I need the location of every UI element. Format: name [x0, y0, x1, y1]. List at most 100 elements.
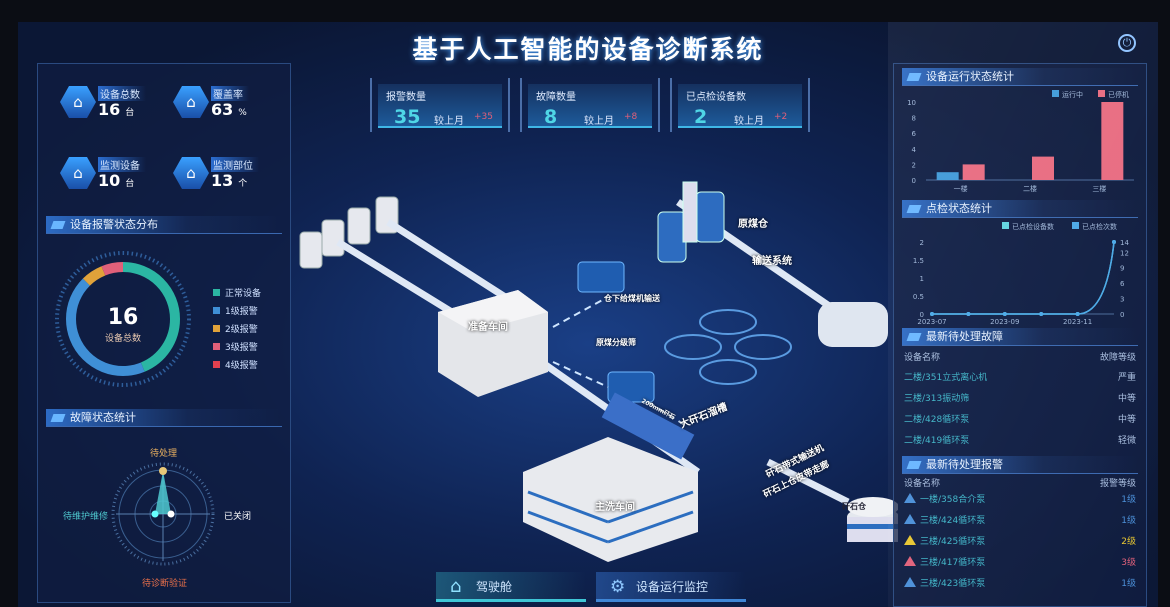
- y-tick: 0: [912, 177, 916, 185]
- x-tick: 三楼: [1092, 184, 1106, 193]
- gangue-bin: [847, 497, 898, 542]
- donut-total-label: 设备总数: [105, 332, 141, 344]
- legend-swatch: [1098, 90, 1105, 97]
- map-label-raw-bin[interactable]: 原煤仓: [738, 219, 768, 230]
- nav-device-monitor[interactable]: ⚙设备运行监控: [596, 572, 746, 602]
- fault-row[interactable]: 二楼/419循环泵轻微: [904, 429, 1136, 449]
- alarm-device-name: 一楼/358合介泵: [920, 494, 986, 505]
- point-closed: [167, 510, 175, 518]
- home-icon: ⌂: [60, 86, 96, 118]
- fault-level: 严重: [1117, 372, 1136, 383]
- point-已点检次数: [1039, 312, 1044, 316]
- x-tick: 2023-11: [1063, 318, 1092, 326]
- map-label-conveyor[interactable]: 输送系统: [752, 256, 792, 267]
- polar-label-closed: 已关闭: [224, 512, 252, 522]
- stat-value: 63%: [211, 100, 247, 119]
- fault-row[interactable]: 二楼/428循环泵中等: [904, 408, 1136, 428]
- run-status-bar-chart: 运行中已停机0246810一楼二楼三楼: [907, 90, 1134, 193]
- point-已点检次数: [1112, 240, 1116, 244]
- y-tick-left: 1.5: [913, 257, 924, 265]
- bar-运行中: [936, 172, 959, 180]
- stat-label: 设备总数: [98, 86, 146, 101]
- fault-level: 中等: [1117, 393, 1136, 404]
- home-icon: ⌂: [450, 576, 462, 597]
- stat-label: 覆盖率: [211, 86, 249, 101]
- alarm-device-name: 三楼/425循环泵: [920, 536, 986, 547]
- alarm-device-name: 三楼/424循环泵: [920, 515, 986, 526]
- alarm-row[interactable]: 三楼/417循环泵 3级: [904, 551, 1136, 571]
- x-tick: 2023-07: [917, 318, 946, 326]
- alarm-device-name: 三楼/417循环泵: [920, 557, 986, 568]
- nav-cockpit[interactable]: ⌂驾驶舱: [436, 572, 586, 602]
- thickener-tanks: [664, 309, 792, 385]
- groove-icon: [601, 392, 695, 460]
- power-icon[interactable]: ⏻: [1118, 34, 1136, 52]
- fault-level: 轻微: [1117, 435, 1136, 446]
- point-maintenance: [151, 510, 159, 518]
- point-已点检次数: [966, 312, 971, 316]
- y-tick-right: 6: [1120, 280, 1125, 288]
- map-label-feeder[interactable]: 仓下给煤机输送: [604, 294, 660, 303]
- y-tick-left: 1: [920, 275, 924, 283]
- donut-segment-3: [66, 262, 180, 376]
- plant-map[interactable]: [278, 172, 898, 562]
- inspection-title: 点检状态统计: [902, 200, 1138, 218]
- warning-icon: [904, 577, 916, 587]
- polar-label-maintenance: 待维护维修: [63, 512, 109, 522]
- fault-row[interactable]: 三楼/313振动筛中等: [904, 387, 1136, 407]
- map-label-prep[interactable]: 准备车间: [468, 322, 508, 333]
- y-tick-right: 0: [1120, 311, 1124, 319]
- main-building: [523, 437, 698, 562]
- legend-swatch: [1072, 222, 1079, 229]
- gear-icon: ⚙: [610, 577, 626, 597]
- y-tick-right: 12: [1120, 249, 1129, 257]
- legend-normal: 正常设备: [213, 286, 261, 299]
- y-tick-right: 3: [1120, 296, 1124, 304]
- prep-building: [438, 290, 548, 397]
- alarm-level: 3级: [1121, 557, 1136, 568]
- alarm-level: 2级: [1121, 536, 1136, 547]
- alarms-header: 设备名称报警等级: [904, 478, 1136, 489]
- map-label-screen[interactable]: 原煤分级筛: [596, 338, 636, 347]
- legend-level1: 1级报警: [213, 304, 261, 317]
- silos: [299, 196, 399, 269]
- point-pending: [159, 467, 167, 475]
- x-tick: 2023-09: [990, 318, 1019, 326]
- fault-polar-chart: [111, 462, 215, 566]
- donut-segment-1: [66, 262, 180, 376]
- y-tick: 10: [907, 99, 916, 107]
- map-label-gangue-bin[interactable]: 矸石仓: [842, 502, 866, 511]
- y-tick: 2: [912, 161, 916, 169]
- map-label-main[interactable]: 主洗车间: [595, 502, 635, 513]
- x-tick: 二楼: [1023, 184, 1037, 193]
- raw-coal-bins: [657, 181, 725, 263]
- alarm-row[interactable]: 三楼/425循环泵 2级: [904, 530, 1136, 550]
- polar-label-diagnose: 待诊断验证: [142, 579, 188, 589]
- legend-level2: 2级报警: [213, 322, 261, 335]
- legend-label: 已点检设备数: [1012, 222, 1054, 231]
- faults-header: 设备名称故障等级: [904, 352, 1136, 363]
- legend-swatch: [1052, 90, 1059, 97]
- home-icon: ⌂: [60, 157, 96, 189]
- alarm-donut-chart: 16 设备总数: [55, 251, 191, 387]
- alarm-level: 1级: [1121, 515, 1136, 526]
- y-tick-right: 9: [1120, 265, 1124, 273]
- point-已点检次数: [1075, 312, 1080, 316]
- alarm-row[interactable]: 三楼/424循环泵 1级: [904, 509, 1136, 529]
- warning-icon: [904, 556, 916, 566]
- fault-row[interactable]: 二楼/351立式离心机严重: [904, 366, 1136, 386]
- fault-level: 中等: [1117, 414, 1136, 425]
- bar-已停机: [1101, 102, 1124, 180]
- bar-已停机: [962, 164, 985, 180]
- y-tick-right: 14: [1120, 239, 1129, 247]
